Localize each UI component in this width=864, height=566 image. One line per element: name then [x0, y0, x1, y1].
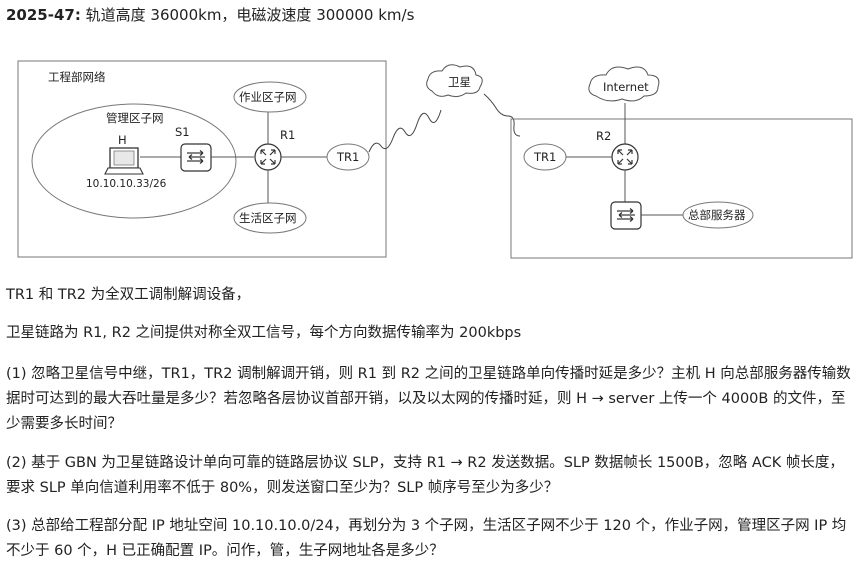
- satellite-uplink-wave: [368, 109, 442, 153]
- router-r2-label: R2: [596, 129, 611, 143]
- tr1-left-label: TR1: [336, 150, 359, 164]
- computer-icon: [104, 147, 144, 175]
- switch-s1-icon: [180, 143, 212, 172]
- management-subnet-label: 管理区子网: [106, 111, 164, 125]
- tr1-left-ellipse: [326, 143, 370, 171]
- router-r2-icon: [611, 143, 639, 171]
- management-subnet-ellipse: [31, 103, 237, 219]
- problem-id: 2025-47:: [6, 6, 81, 24]
- life-subnet-ellipse: [233, 202, 307, 234]
- question-3: (3) 总部给工程部分配 IP 地址空间 10.10.10.0/24，再划分为 …: [6, 518, 847, 559]
- work-subnet-ellipse: [233, 81, 307, 113]
- work-subnet-label: 作业区子网: [239, 90, 297, 104]
- host-ip-label: 10.10.10.33/26: [86, 178, 167, 190]
- given-conditions: 轨道高度 36000km，电磁波速度 300000 km/s: [85, 6, 415, 24]
- paragraph-satellite-link: 卫星链路为 R1, R2 之间提供对称全双工信号，每个方向数据传输率为 200k…: [6, 325, 522, 341]
- network-diagram: 工程部网络 管理区子网 H 10.10.10.33/26 S1 R1 作业区子网: [17, 60, 853, 259]
- satellite-label: 卫星: [448, 75, 471, 89]
- engineering-network-label: 工程部网络: [48, 70, 106, 84]
- question-2: (2) 基于 GBN 为卫星链路设计单向可靠的链路层协议 SLP，支持 R1 →…: [6, 455, 844, 496]
- hq-server-label: 总部服务器: [688, 208, 746, 222]
- question-1: (1) 忽略卫星信号中继，TR1，TR2 调制解调开销，则 R1 到 R2 之间…: [6, 366, 851, 432]
- router-r1-label: R1: [280, 128, 295, 142]
- engineering-network-box: [17, 60, 387, 258]
- internet-cloud: [588, 66, 660, 102]
- satellite-cloud: [426, 64, 483, 98]
- router-r1-icon: [254, 143, 282, 171]
- tr1-right-label: TR1: [533, 150, 556, 164]
- satellite-downlink-wave: [483, 93, 521, 137]
- problem-header: 2025-47: 轨道高度 36000km，电磁波速度 300000 km/s: [6, 4, 414, 25]
- internet-label: Internet: [603, 80, 649, 94]
- life-subnet-label: 生活区子网: [239, 211, 297, 225]
- hq-network-box: [510, 118, 853, 259]
- hq-switch-icon: [610, 201, 642, 230]
- hq-server-ellipse: [682, 201, 754, 229]
- switch-s1-label: S1: [175, 125, 190, 139]
- paragraph-tr-devices: TR1 和 TR2 为全双工调制解调设备，: [6, 287, 251, 303]
- host-label: H: [118, 133, 127, 147]
